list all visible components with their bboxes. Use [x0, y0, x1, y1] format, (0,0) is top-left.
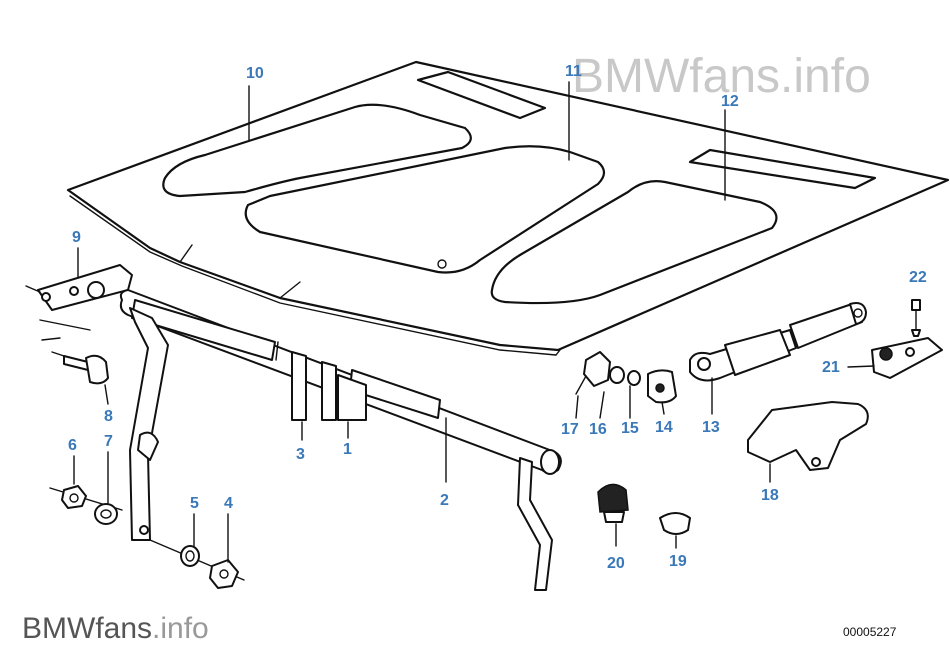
- callout-2[interactable]: 2: [440, 492, 449, 509]
- hood-vent-left: [416, 70, 547, 120]
- adjustable-buffer: [597, 483, 629, 523]
- callout-13[interactable]: 13: [702, 419, 720, 436]
- watermark-bottom: BMWfans.info: [22, 612, 209, 646]
- washer-16: [609, 366, 625, 384]
- strut-bracket: [871, 337, 943, 379]
- diagram-id: 00005227: [843, 625, 897, 639]
- callout-21[interactable]: 21: [822, 359, 840, 376]
- hinge-arm-left: [129, 307, 169, 541]
- retaining-clip: [291, 351, 367, 421]
- callout-6[interactable]: 6: [68, 437, 77, 454]
- callout-17[interactable]: 17: [561, 421, 579, 438]
- callout-4[interactable]: 4: [224, 495, 233, 512]
- hinge-arm-right: [517, 457, 553, 591]
- screw-22: [911, 299, 921, 337]
- hinge-plate: [25, 264, 133, 341]
- callout-12[interactable]: 12: [721, 93, 739, 110]
- insulation-pad-right: [490, 180, 778, 305]
- callout-7[interactable]: 7: [104, 433, 113, 450]
- hood-panel: [66, 60, 950, 356]
- watermark-brand: BMWfans: [22, 612, 153, 645]
- callout-8[interactable]: 8: [104, 408, 113, 425]
- callout-3[interactable]: 3: [296, 446, 305, 463]
- callout-11[interactable]: 11: [565, 63, 582, 80]
- callout-9[interactable]: 9: [72, 229, 81, 246]
- hex-bolt: [51, 351, 109, 385]
- callout-10[interactable]: 10: [246, 65, 264, 82]
- callout-5[interactable]: 5: [190, 495, 199, 512]
- washer-15: [627, 370, 641, 386]
- nut-4: [209, 559, 239, 589]
- washer-7: [94, 503, 118, 525]
- rubber-block-14: [647, 369, 677, 404]
- hood-stay-bracket: [747, 401, 869, 471]
- callout-20[interactable]: 20: [607, 555, 625, 572]
- callout-19[interactable]: 19: [669, 553, 687, 570]
- callout-1[interactable]: 1: [343, 441, 352, 458]
- ball-socket-17: [575, 351, 611, 395]
- callout-14[interactable]: 14: [655, 419, 673, 436]
- gas-strut: [689, 302, 867, 382]
- watermark-suffix: .info: [152, 612, 209, 645]
- insulation-pad-left: [162, 103, 472, 198]
- callout-16[interactable]: 16: [589, 421, 607, 438]
- rubber-stop: [659, 512, 691, 535]
- callout-15[interactable]: 15: [621, 420, 639, 437]
- insulation-pad-center: [244, 145, 606, 274]
- watermark-top: BMWfans.info: [572, 50, 871, 103]
- callout-18[interactable]: 18: [761, 487, 779, 504]
- callout-22[interactable]: 22: [909, 269, 927, 286]
- hood-vent-right: [688, 148, 877, 190]
